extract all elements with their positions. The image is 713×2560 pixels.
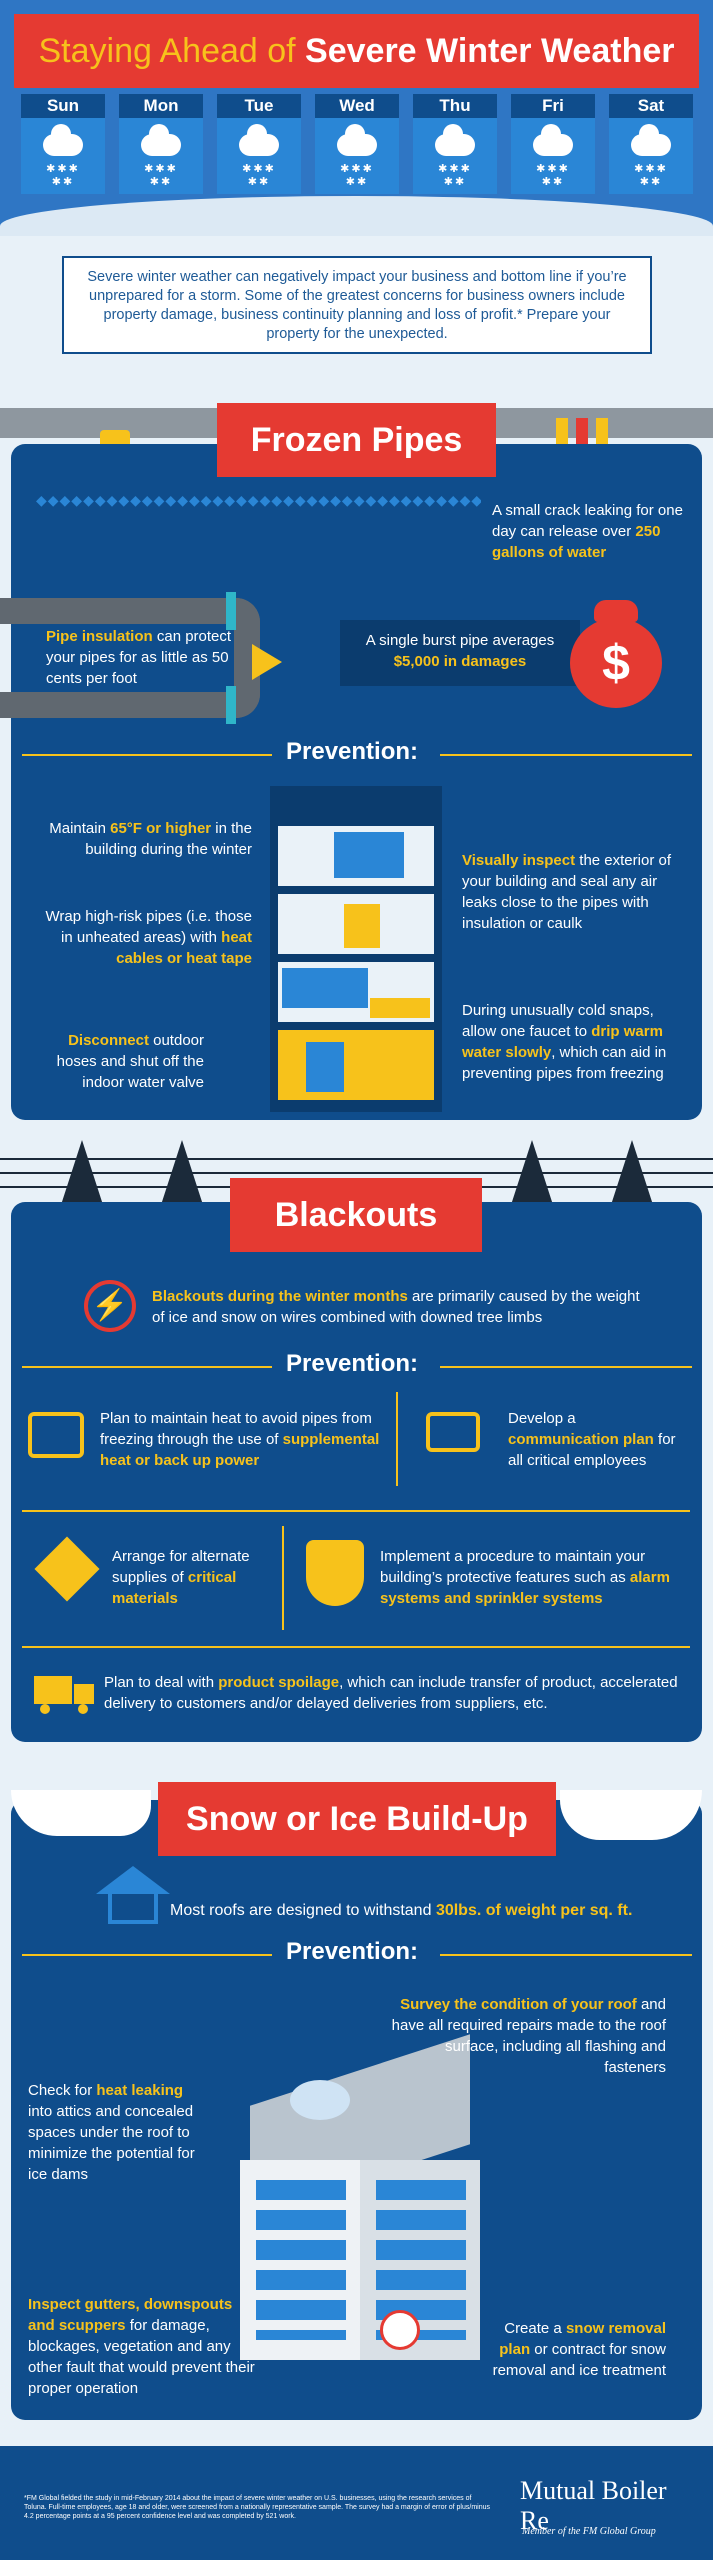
power-tower-icon xyxy=(60,1140,104,1208)
power-tower-icon xyxy=(510,1140,554,1208)
clipboard-icon xyxy=(380,2310,420,2350)
money-bag-icon: $ xyxy=(564,600,668,708)
snow-title: Snow or Ice Build-Up xyxy=(186,1800,528,1838)
snow-cap-right xyxy=(560,1790,702,1840)
burst-stat-box: A single burst pipe averages $5,000 in d… xyxy=(340,620,580,686)
snow-cloud-icon xyxy=(533,124,573,156)
frozen-prevention-label: Prevention: xyxy=(286,738,419,765)
frozen-pipes-title: Frozen Pipes xyxy=(250,421,463,459)
isometric-building-graphic xyxy=(220,2010,500,2370)
blackouts-banner: Blackouts xyxy=(230,1178,482,1252)
day-mon: Mon✱✱✱✱✱ xyxy=(119,94,203,194)
blackout-divider-vertical-2 xyxy=(282,1526,284,1630)
snow-prevention-rule-right xyxy=(440,1954,692,1956)
tip-product-spoilage: Plan to deal with product spoilage, whic… xyxy=(104,1674,678,1712)
chat-bubble-icon xyxy=(426,1412,480,1452)
tip-visually-inspect: Visually inspect the exterior of your bu… xyxy=(462,852,671,932)
footnote: *FM Global fielded the study in mid-Febr… xyxy=(24,2495,490,2520)
tip-heat-leaking: Check for heat leaking into attics and c… xyxy=(28,2082,195,2183)
blackouts-title: Blackouts xyxy=(274,1196,438,1234)
crack-stat: A small crack leaking for one day can re… xyxy=(492,502,683,561)
tip-communication-plan: Develop a communication plan for all cri… xyxy=(508,1410,676,1469)
blackout-divider-horizontal-2 xyxy=(22,1646,690,1648)
tip-drip-water: During unusually cold snaps, allow one f… xyxy=(462,1002,667,1082)
brand-logo: Mutual Boiler Re xyxy=(520,2476,667,2535)
shield-icon xyxy=(306,1540,364,1606)
lightning-icon: ⚡ xyxy=(84,1280,136,1332)
title-part1: Staying Ahead of xyxy=(38,32,296,70)
power-tower-icon xyxy=(160,1140,204,1208)
water-drops-graphic: ◆◆◆◆◆◆◆◆◆◆◆◆◆◆◆◆◆◆◆◆◆◆◆◆◆◆◆◆◆◆◆◆◆◆◆◆◆◆◆◆… xyxy=(36,492,481,508)
tip-inspect-gutters: Inspect gutters, downspouts and scuppers… xyxy=(28,2296,255,2397)
tip-critical-materials: Arrange for alternate supplies of critic… xyxy=(112,1548,250,1607)
snow-cloud-icon xyxy=(435,124,475,156)
snow-banner: Snow or Ice Build-Up xyxy=(158,1782,556,1856)
snow-cloud-icon xyxy=(337,124,377,156)
tip-disconnect-hoses: Disconnect outdoor hoses and shut off th… xyxy=(56,1032,204,1091)
blackout-divider-horizontal-1 xyxy=(22,1510,690,1512)
truck-icon xyxy=(34,1676,94,1714)
tip-snow-removal: Create a snow removal plan or contract f… xyxy=(492,2320,666,2379)
blackout-prevention-rule-right xyxy=(440,1366,692,1368)
roof-stat: Most roofs are designed to withstand 30l… xyxy=(170,1902,633,1919)
day-fri: Fri✱✱✱✱✱ xyxy=(511,94,595,194)
snow-cap-left xyxy=(11,1790,151,1836)
header-section: Staying Ahead of Severe Winter Weather S… xyxy=(0,0,713,236)
snow-prevention-rule-left xyxy=(22,1954,272,1956)
snow-cloud-icon xyxy=(141,124,181,156)
frozen-prevention-rule-left xyxy=(22,754,272,756)
frozen-pipes-banner: Frozen Pipes xyxy=(217,403,496,477)
house-icon xyxy=(96,1866,170,1926)
day-tue: Tue✱✱✱✱✱ xyxy=(217,94,301,194)
tip-wrap-pipes: Wrap high-risk pipes (i.e. those in unhe… xyxy=(45,908,252,967)
footer: *FM Global fielded the study in mid-Febr… xyxy=(0,2446,713,2560)
tip-maintain-temp: Maintain 65°F or higher in the building … xyxy=(49,820,252,858)
intro-box: Severe winter weather can negatively imp… xyxy=(62,256,652,354)
snow-ground xyxy=(0,196,713,236)
power-tower-icon xyxy=(610,1140,654,1208)
day-wed: Wed✱✱✱✱✱ xyxy=(315,94,399,194)
intro-text: Severe winter weather can negatively imp… xyxy=(87,269,627,342)
snow-cloud-icon xyxy=(43,124,83,156)
generator-icon xyxy=(28,1412,84,1458)
tip-supplemental-heat: Plan to maintain heat to avoid pipes fro… xyxy=(100,1410,380,1469)
blackout-prevention-rule-left xyxy=(22,1366,272,1368)
blackout-cause: Blackouts during the winter months are p… xyxy=(152,1288,640,1326)
insulation-arrow-icon xyxy=(252,644,282,680)
snow-cloud-icon xyxy=(239,124,279,156)
brand-tagline: Member of the FM Global Group xyxy=(522,2526,656,2537)
insulated-pipe-graphic xyxy=(0,592,300,724)
blackout-divider-vertical-1 xyxy=(396,1392,398,1486)
building-cutaway-graphic xyxy=(270,786,442,1112)
title-part2: Severe Winter Weather xyxy=(305,32,675,70)
snow-cloud-icon xyxy=(631,124,671,156)
insulation-stat: Pipe insulation can protect your pipes f… xyxy=(46,628,232,687)
frozen-prevention-rule-right xyxy=(440,754,692,756)
day-sun: Sun✱✱✱✱✱ xyxy=(21,94,105,194)
title-banner: Staying Ahead of Severe Winter Weather xyxy=(14,14,699,88)
tip-survey-roof: Survey the condition of your roof and ha… xyxy=(391,1996,666,2076)
week-forecast: Sun✱✱✱✱✱ Mon✱✱✱✱✱ Tue✱✱✱✱✱ Wed✱✱✱✱✱ Thu✱… xyxy=(21,94,693,198)
day-thu: Thu✱✱✱✱✱ xyxy=(413,94,497,194)
snow-prevention-label: Prevention: xyxy=(286,1938,419,1965)
tip-protective-features: Implement a procedure to maintain your b… xyxy=(380,1548,670,1607)
blackout-prevention-label: Prevention: xyxy=(286,1350,419,1377)
day-sat: Sat✱✱✱✱✱ xyxy=(609,94,693,194)
